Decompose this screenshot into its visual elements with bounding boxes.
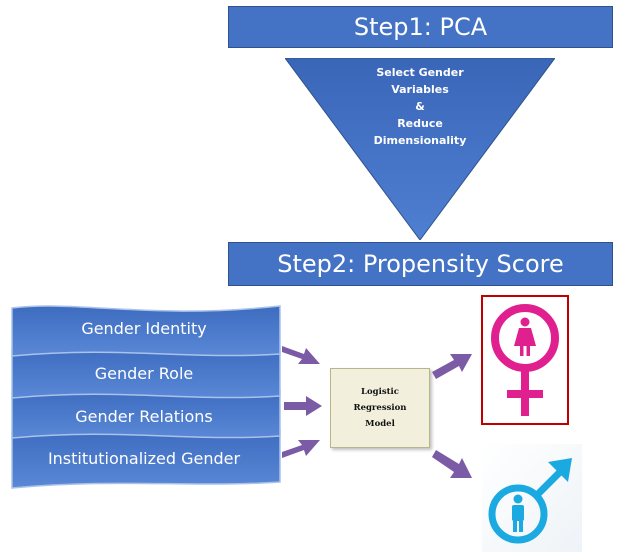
variable-gender-role: Gender Role bbox=[94, 364, 194, 383]
step2-label: Step2: Propensity Score bbox=[277, 250, 564, 278]
arrow-right-icon bbox=[282, 440, 320, 458]
funnel-line: & bbox=[415, 100, 425, 113]
step1-label: Step1: PCA bbox=[353, 13, 488, 41]
male-symbol-icon bbox=[482, 444, 582, 552]
funnel-line: Variables bbox=[391, 83, 449, 96]
gender-variables-stack bbox=[11, 305, 281, 489]
funnel-line: Reduce bbox=[397, 117, 443, 130]
wave-banner-1 bbox=[11, 305, 281, 357]
funnel-line: Dimensionality bbox=[373, 134, 467, 147]
arrow-right-icon bbox=[282, 346, 320, 364]
pca-funnel bbox=[285, 58, 555, 240]
arrow-right-icon bbox=[284, 396, 322, 416]
model-line: Logistic bbox=[361, 387, 399, 397]
variable-gender-relations: Gender Relations bbox=[75, 407, 213, 426]
logistic-regression-model-box: Logistic Regression Model bbox=[330, 368, 430, 448]
model-line: Model bbox=[365, 419, 395, 429]
step2-banner: Step2: Propensity Score bbox=[228, 242, 613, 286]
step1-banner: Step1: PCA bbox=[228, 6, 613, 48]
variable-institutionalized-gender: Institutionalized Gender bbox=[47, 449, 241, 468]
model-line: Regression bbox=[353, 403, 407, 413]
arrow-down-right-icon bbox=[432, 450, 472, 478]
female-symbol-icon bbox=[491, 304, 559, 416]
variable-gender-identity: Gender Identity bbox=[81, 319, 207, 338]
arrow-up-right-icon bbox=[432, 354, 472, 379]
funnel-line: Select Gender bbox=[376, 66, 464, 79]
female-outcome-frame bbox=[481, 295, 569, 425]
funnel-text: Select Gender Variables & Reduce Dimensi… bbox=[330, 64, 510, 149]
